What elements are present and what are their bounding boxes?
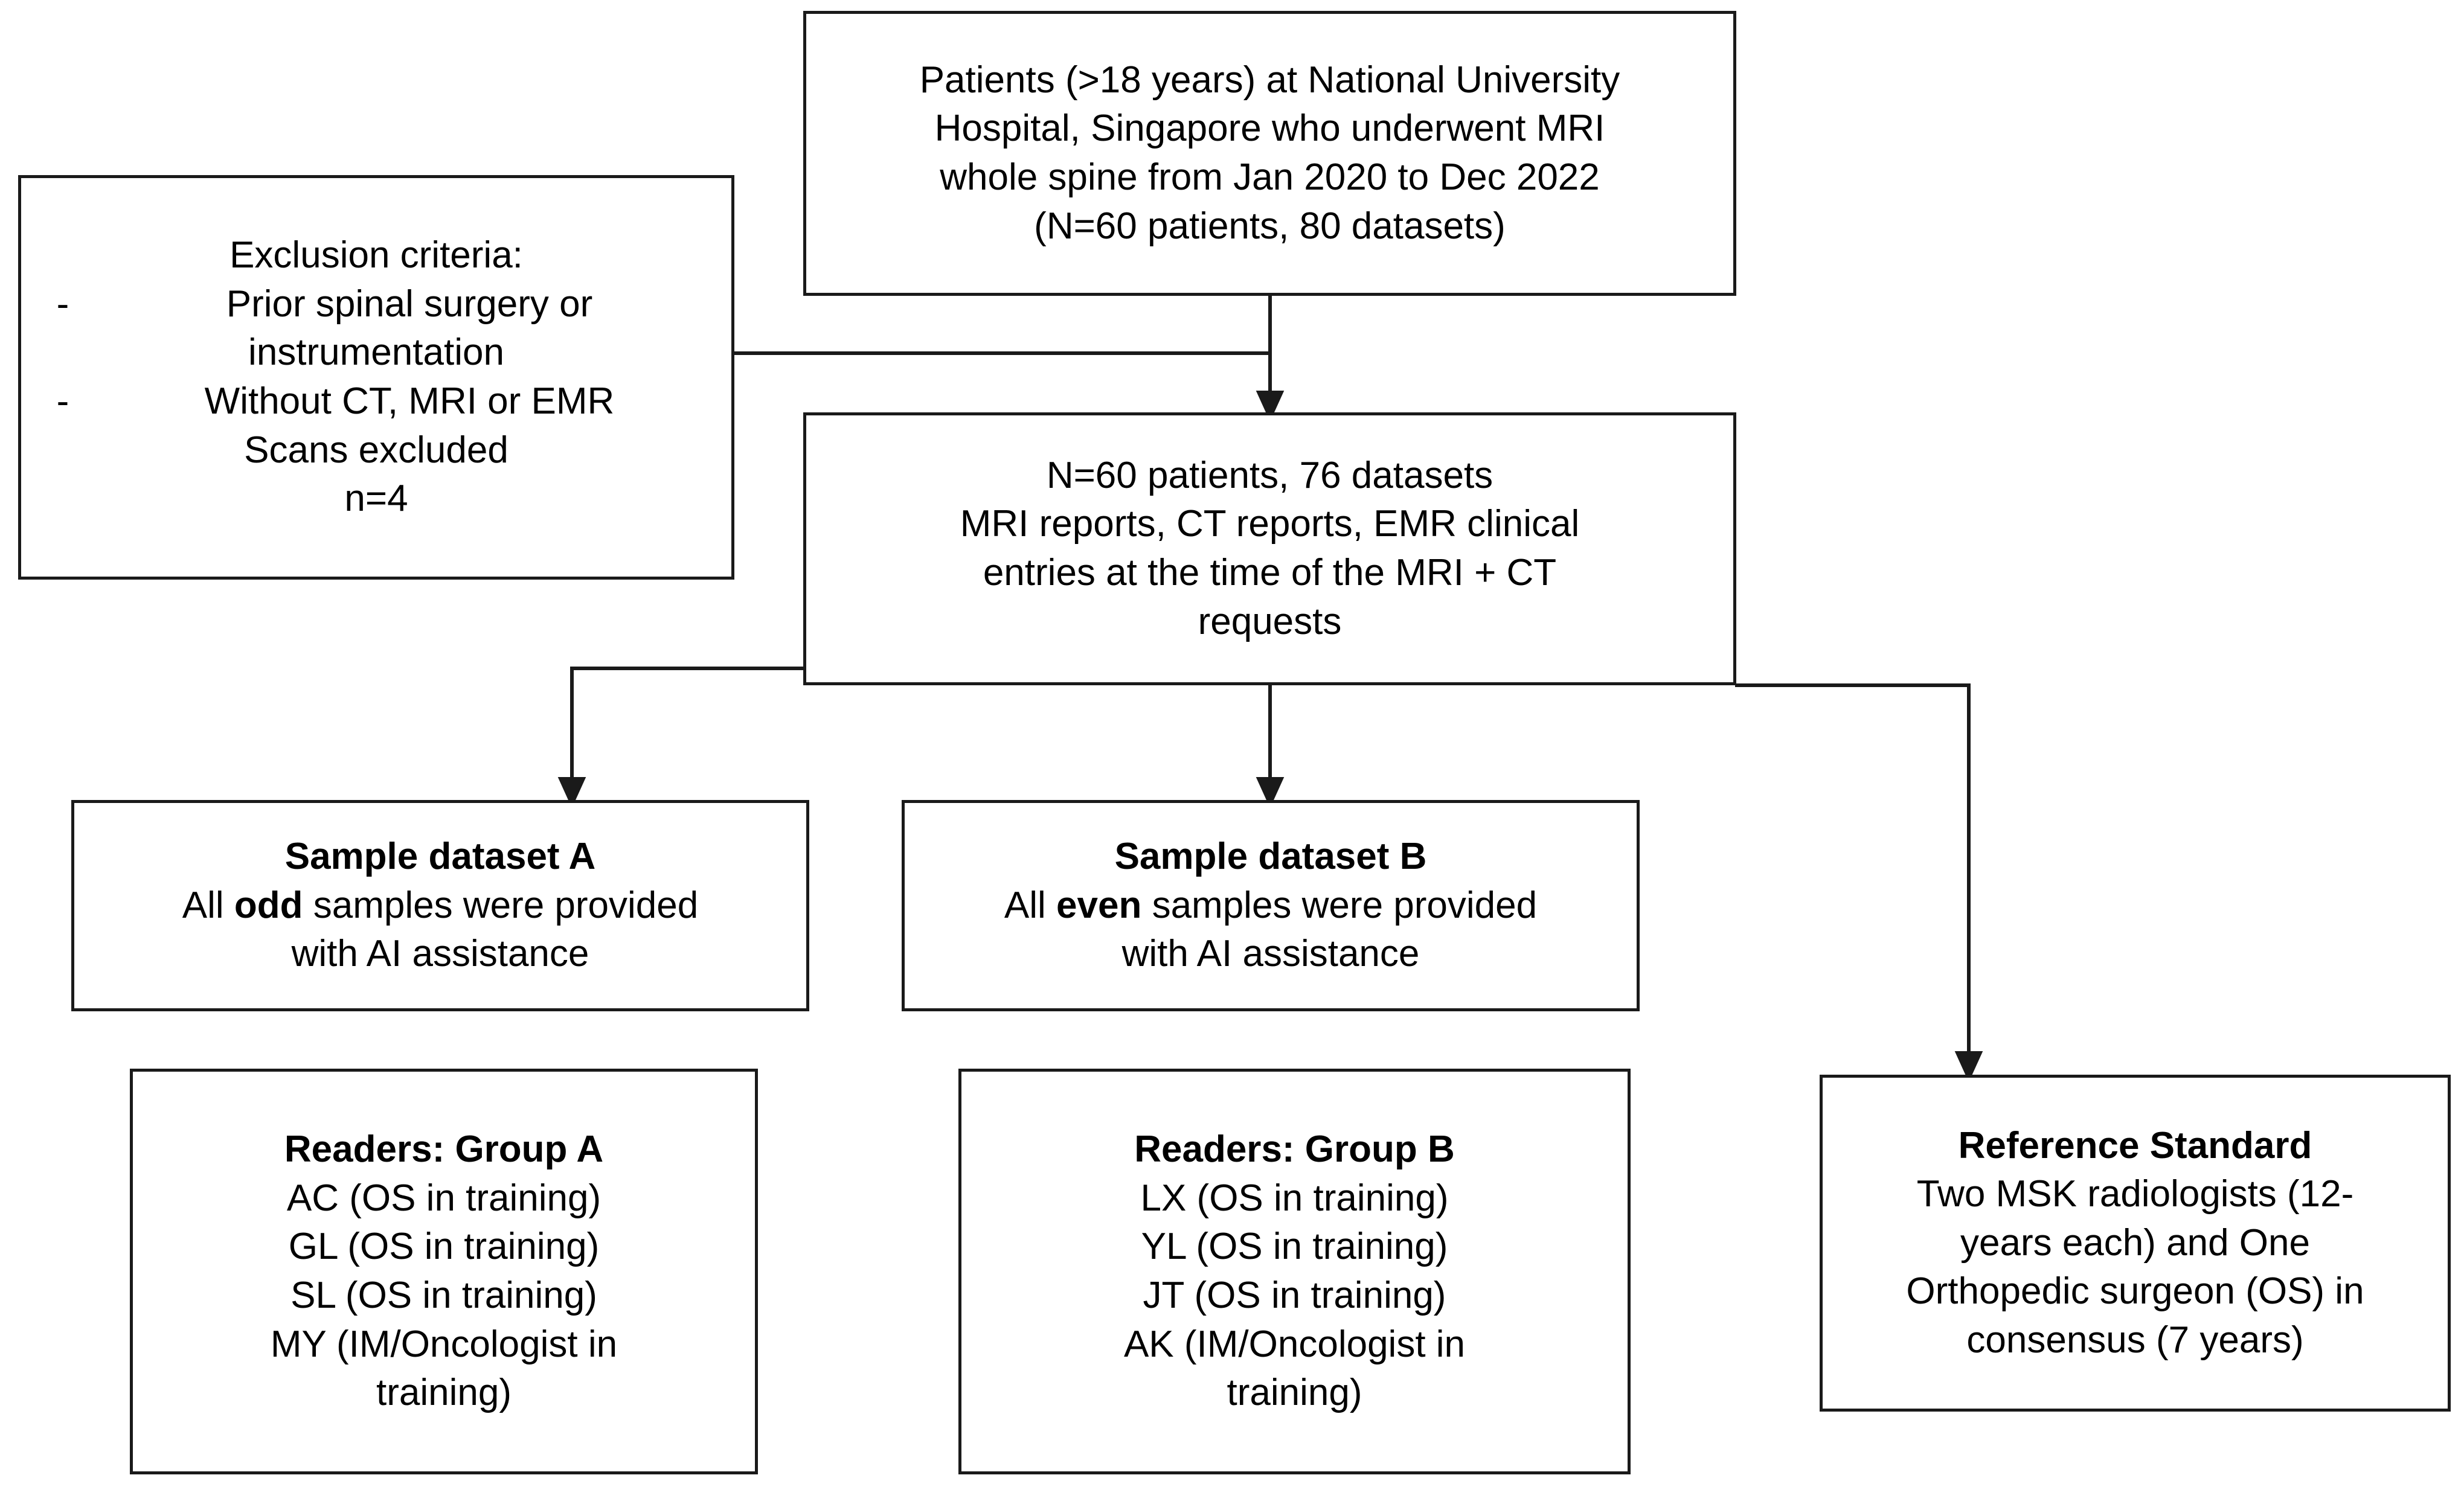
- reference-standard-title: Reference Standard: [1958, 1124, 2312, 1166]
- sample-dataset-a-title: Sample dataset A: [284, 836, 596, 878]
- included-cohort-line-4: requests: [1198, 600, 1342, 642]
- bullet-marker-1: -: [56, 283, 69, 325]
- readers-group-a-member-1: AC (OS in training): [286, 1177, 602, 1219]
- node-sample-dataset-b: Sample dataset B All even samples were p…: [902, 800, 1640, 1011]
- readers-group-b-member-1: LX (OS in training): [1140, 1177, 1449, 1219]
- node-reference-standard: Reference Standard Two MSK radiologists …: [1820, 1075, 2451, 1412]
- readers-group-a-member-2: GL (OS in training): [288, 1226, 600, 1268]
- exclusion-bullet-2-line-1: Without CT, MRI or EMR: [204, 380, 615, 422]
- sample-dataset-b-body-line-2: with AI assistance: [1121, 933, 1420, 975]
- exclusion-bullet-1-line-2: instrumentation: [248, 331, 504, 374]
- readers-group-b-member-2: YL (OS in training): [1141, 1226, 1448, 1268]
- included-cohort-line-3: entries at the time of the MRI + CT: [983, 552, 1557, 593]
- readers-group-b-member-3: JT (OS in training): [1143, 1275, 1446, 1316]
- readers-group-a-member-3: SL (OS in training): [290, 1275, 597, 1316]
- sample-dataset-a-body-line-2: with AI assistance: [291, 933, 589, 975]
- source-cohort-line-1: Patients (>18 years) at National Univers…: [919, 59, 1620, 101]
- source-cohort-line-2: Hospital, Singapore who underwent MRI: [934, 107, 1605, 150]
- exclusion-count: n=4: [344, 478, 408, 520]
- exclusion-bullet-2-line-2: Scans excluded: [244, 429, 509, 471]
- exclusion-bullet-1-line-1: Prior spinal surgery or: [226, 283, 593, 325]
- included-cohort-line-2: MRI reports, CT reports, EMR clinical: [960, 503, 1580, 545]
- reference-standard-line-4: consensus (7 years): [1966, 1319, 2304, 1361]
- source-cohort-line-4: (N=60 patients, 80 datasets): [1034, 205, 1506, 247]
- bullet-marker-2: -: [56, 380, 69, 422]
- node-readers-group-b: Readers: Group B LX (OS in training) YL …: [958, 1069, 1631, 1474]
- dataset-b-emphasis: even: [1056, 884, 1142, 926]
- dataset-b-post: samples were provided: [1141, 884, 1538, 926]
- node-readers-group-a: Readers: Group A AC (OS in training) GL …: [130, 1069, 758, 1474]
- exclusion-bullet-2: - Without CT, MRI or EMR: [30, 377, 723, 426]
- included-cohort-line-1: N=60 patients, 76 datasets: [1046, 454, 1493, 496]
- sample-dataset-a-body-line-1: All odd samples were provided: [83, 881, 798, 930]
- edge-included-to-dataset-a: [557, 667, 807, 808]
- sample-dataset-b-body-line-1: All even samples were provided: [913, 881, 1628, 930]
- readers-group-b-member-4-cont: training): [1227, 1372, 1362, 1414]
- node-included-cohort: N=60 patients, 76 datasets MRI reports, …: [803, 412, 1736, 685]
- dataset-a-emphasis: odd: [234, 884, 303, 926]
- readers-group-a-member-4: MY (IM/Oncologist in: [270, 1323, 618, 1365]
- exclusion-heading: Exclusion criteria:: [229, 234, 523, 277]
- dataset-a-post: samples were provided: [303, 884, 699, 926]
- node-sample-dataset-a: Sample dataset A All odd samples were pr…: [71, 800, 809, 1011]
- reference-standard-line-3: Orthopedic surgeon (OS) in: [1906, 1270, 2364, 1313]
- exclusion-bullet-1: - Prior spinal surgery or: [30, 280, 723, 329]
- readers-group-b-title: Readers: Group B: [1134, 1128, 1455, 1171]
- edge-included-to-reference-standard: [1735, 683, 1983, 1083]
- readers-group-b-member-4: AK (IM/Oncologist in: [1123, 1323, 1466, 1365]
- readers-group-a-title: Readers: Group A: [284, 1128, 604, 1171]
- reference-standard-line-2: years each) and One: [1960, 1221, 2310, 1264]
- dataset-a-pre: All: [182, 884, 234, 926]
- reference-standard-line-1: Two MSK radiologists (12-: [1916, 1173, 2354, 1215]
- node-source-cohort: Patients (>18 years) at National Univers…: [803, 11, 1736, 296]
- dataset-b-pre: All: [1004, 884, 1057, 926]
- readers-group-a-member-4-cont: training): [376, 1372, 512, 1414]
- sample-dataset-b-title: Sample dataset B: [1114, 836, 1427, 878]
- source-cohort-line-3: whole spine from Jan 2020 to Dec 2022: [940, 156, 1600, 198]
- node-exclusion-criteria: Exclusion criteria: - Prior spinal surge…: [18, 175, 734, 580]
